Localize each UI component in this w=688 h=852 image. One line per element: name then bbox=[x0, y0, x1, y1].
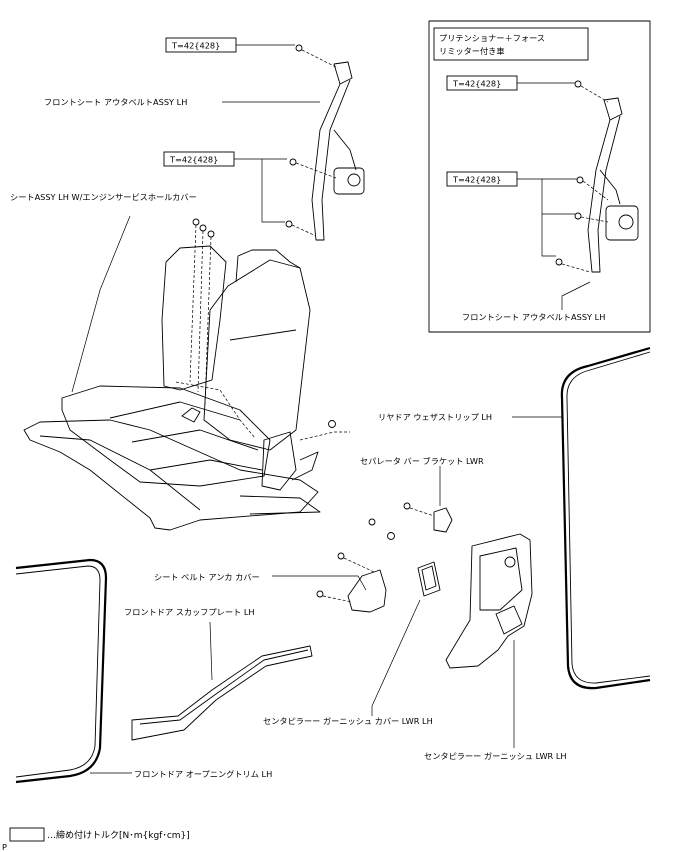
label-front-seat-outer-belt: フロントシート アウタベルトASSY LH bbox=[44, 97, 187, 107]
rear-door-weatherstrip bbox=[560, 346, 651, 690]
separator-bracket bbox=[403, 502, 453, 533]
center-pillar-garnish-cover bbox=[417, 561, 441, 597]
seat-nut bbox=[328, 420, 336, 428]
torque-label-main-upper: T=42{428} bbox=[171, 41, 220, 51]
seat-assembly bbox=[23, 245, 350, 531]
label-front-door-opening-trim: フロントドア オープニングトリム LH bbox=[134, 769, 272, 779]
label-center-pillar-garnish: センタピラーー ガーニッシュ LWR LH bbox=[424, 751, 567, 761]
seat-belt-anchor-cover bbox=[347, 569, 387, 613]
screw-2 bbox=[387, 532, 395, 540]
legend-torque-box bbox=[9, 827, 45, 842]
legend-text: …締め付けトルク[N･m{kgf･cm}] bbox=[47, 829, 190, 841]
inset-seat-belt bbox=[555, 80, 639, 273]
torque-label-main-lower: T=42{428} bbox=[169, 155, 218, 165]
inset-title-line2: リミッター付き車 bbox=[439, 46, 505, 56]
label-seat-belt-anchor-cover: シート ベルト アンカ カバー bbox=[154, 572, 260, 582]
front-door-opening-trim bbox=[15, 558, 108, 784]
clip-1 bbox=[337, 552, 345, 560]
label-separator-bracket: セパレータ バー ブラケット LWR bbox=[360, 456, 484, 466]
label-inset-belt: フロントシート アウタベルトASSY LH bbox=[462, 312, 605, 322]
label-seat-assy: シートASSY LH W/エンジンサービスホールカバー bbox=[10, 192, 197, 202]
clip-2 bbox=[316, 590, 324, 598]
center-pillar-garnish bbox=[445, 533, 533, 669]
label-front-door-scuff: フロントドア スカッフプレート LH bbox=[124, 607, 255, 617]
label-center-pillar-cover: センタピラーー ガーニッシュ カバー LWR LH bbox=[263, 716, 433, 726]
torque-label-inset-lower: T=42{428} bbox=[452, 175, 501, 185]
label-rear-door-weatherstrip: リヤドア ウェザストリップ LH bbox=[378, 412, 492, 422]
torque-label-inset-upper: T=42{428} bbox=[452, 79, 501, 89]
legend-marker: P bbox=[2, 842, 7, 852]
front-door-scuff-plate bbox=[131, 645, 313, 741]
inset-box bbox=[428, 20, 651, 333]
main-seat-belt bbox=[285, 44, 365, 241]
inset-title-line1: プリテンショナー＋フォース bbox=[439, 33, 545, 43]
screw-1 bbox=[368, 518, 376, 526]
inset-title-box bbox=[433, 27, 589, 61]
